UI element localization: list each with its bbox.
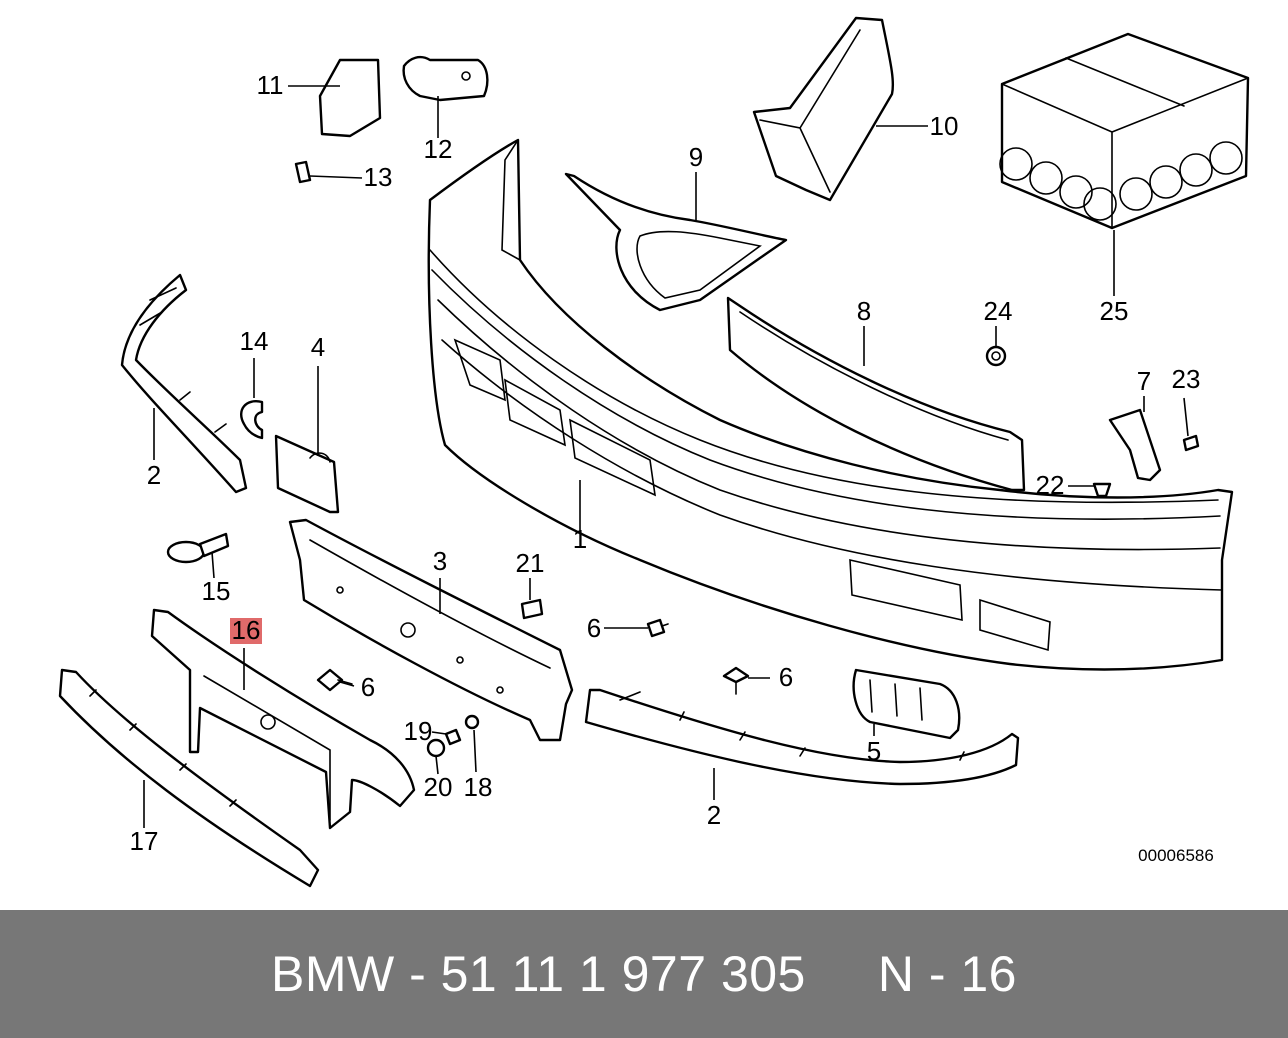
part-air-duct xyxy=(752,16,895,202)
callout-24: 24 xyxy=(984,296,1013,326)
leader-lines xyxy=(143,85,1189,828)
callout-7: 7 xyxy=(1137,366,1151,396)
part-grille-insert xyxy=(852,668,961,740)
callouts: 1 2 2 3 4 5 6 6 6 7 8 9 10 11 12 13 14 1… xyxy=(130,70,1214,865)
part-screw-19 xyxy=(444,728,462,746)
callout-23: 23 xyxy=(1172,364,1201,394)
callout-16-highlight xyxy=(230,618,262,644)
callout-2-lower: 2 xyxy=(707,800,721,830)
part-bracket-11 xyxy=(318,58,382,138)
part-washer-18 xyxy=(464,714,480,730)
callout-22: 22 xyxy=(1036,470,1065,500)
part-packaging-box xyxy=(999,32,1250,230)
part-clip-14 xyxy=(239,400,264,440)
part-clip-4 xyxy=(274,434,340,514)
callout-10: 10 xyxy=(930,111,959,141)
part-bolt-6c xyxy=(722,666,750,695)
part-clip-22 xyxy=(1092,482,1112,498)
callout-25: 25 xyxy=(1100,296,1129,326)
callout-20: 20 xyxy=(424,772,453,802)
callout-2-upper: 2 xyxy=(147,460,161,490)
callout-1: 1 xyxy=(573,524,587,554)
callout-14: 14 xyxy=(240,326,269,356)
part-trim-strip-upper xyxy=(120,273,248,494)
part-mesh-strip xyxy=(726,296,1026,492)
part-lower-strip xyxy=(58,668,320,888)
callout-17: 17 xyxy=(130,826,159,856)
callout-11: 11 xyxy=(257,70,284,100)
callout-8: 8 xyxy=(857,296,871,326)
callout-9: 9 xyxy=(689,142,703,172)
callout-18: 18 xyxy=(464,772,493,802)
part-screw-23 xyxy=(1182,434,1200,452)
part-clip-21 xyxy=(520,598,544,620)
callout-4: 4 xyxy=(311,332,325,362)
part-carrier-bracket xyxy=(288,518,574,742)
part-number-caption: BMW - 51 11 1 977 305 N - 16 xyxy=(271,946,1017,1002)
callout-19: 19 xyxy=(404,716,433,746)
part-frame-9 xyxy=(564,172,788,312)
part-bolt-6a xyxy=(316,668,353,692)
drawing-number: 00006586 xyxy=(1138,846,1214,865)
callout-16: 16 xyxy=(232,615,261,645)
part-clip-13 xyxy=(294,160,312,184)
part-bolt-6b xyxy=(646,618,669,638)
part-bumper-cover xyxy=(427,138,1234,671)
part-trim-strip-lower xyxy=(584,688,1020,786)
callout-6-right: 6 xyxy=(779,662,793,692)
part-grommet-24 xyxy=(985,345,1007,367)
callout-21: 21 xyxy=(516,548,545,578)
part-license-plate-base xyxy=(150,608,416,830)
callout-15: 15 xyxy=(202,576,231,606)
callout-13: 13 xyxy=(364,162,393,192)
callout-6-left: 6 xyxy=(361,672,375,702)
part-side-bracket xyxy=(1108,408,1162,482)
part-towing-eye xyxy=(166,532,230,564)
callout-6-middle: 6 xyxy=(587,613,601,643)
footer-bar: BMW - 51 11 1 977 305 N - 16 xyxy=(0,910,1288,1038)
parts-diagram: 1 2 2 3 4 5 6 6 6 7 8 9 10 11 12 13 14 1… xyxy=(58,16,1250,888)
callout-12: 12 xyxy=(424,134,453,164)
callout-3: 3 xyxy=(433,546,447,576)
part-bracket-12 xyxy=(402,55,489,102)
callout-5: 5 xyxy=(867,736,881,766)
